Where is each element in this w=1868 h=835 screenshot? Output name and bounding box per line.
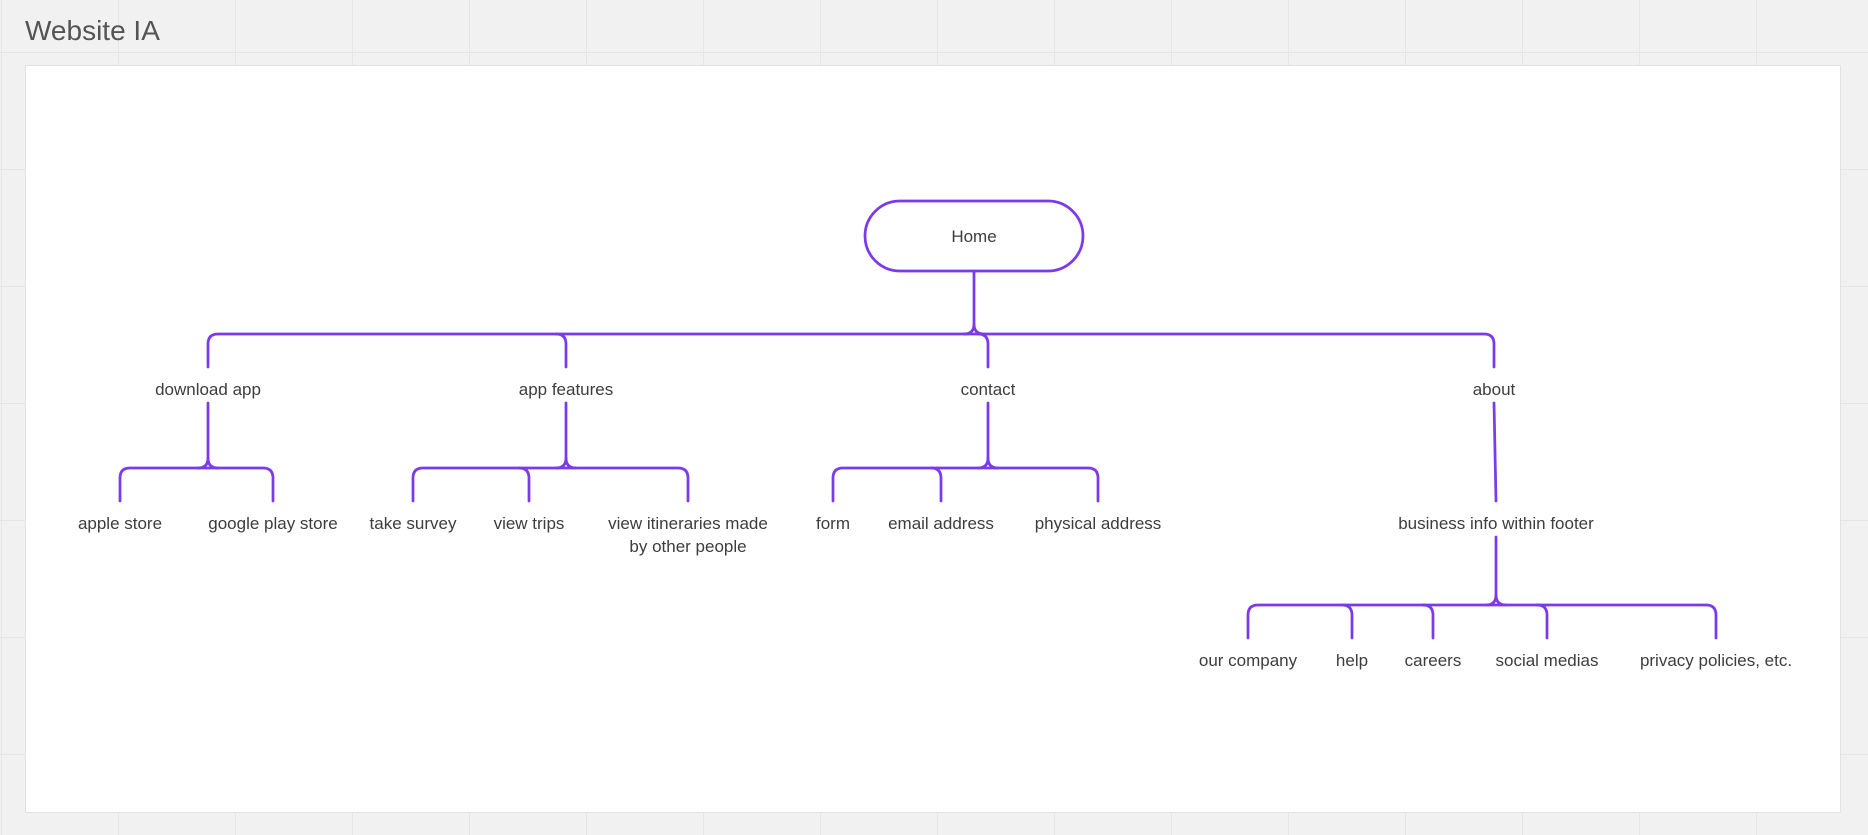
ia-tree-svg: Home download app apple store google play s… [78,199,1792,670]
node-about[interactable]: about [1473,380,1516,399]
node-social-medias[interactable]: social medias [1496,651,1599,670]
node-download-app[interactable]: download app [155,380,261,399]
node-physical-address[interactable]: physical address [1035,514,1162,533]
node-careers[interactable]: careers [1405,651,1462,670]
node-form[interactable]: form [816,514,850,533]
node-help[interactable]: help [1336,651,1368,670]
node-home[interactable]: Home [951,227,996,246]
connector-app-features-children[interactable] [411,401,690,503]
node-privacy-policies-etc[interactable]: privacy policies, etc. [1640,651,1792,670]
node-take-survey[interactable]: take survey [370,514,457,533]
node-google-play-store[interactable]: google play store [208,514,337,533]
connector-download-app-children[interactable] [118,401,275,503]
node-email-address[interactable]: email address [888,514,994,533]
connector-about-children[interactable] [1492,401,1498,503]
node-view-itineraries-made[interactable]: view itineraries made [608,514,768,533]
node-view-itineraries-made-line2[interactable]: by other people [629,537,746,556]
node-our-company[interactable]: our company [1199,651,1298,670]
connector-home-children[interactable] [206,269,1496,369]
node-app-features[interactable]: app features [519,380,614,399]
node-business-info-within-footer[interactable]: business info within footer [1398,514,1594,533]
node-contact[interactable]: contact [961,380,1016,399]
diagram-canvas[interactable]: Home download app apple store google play s… [25,65,1841,813]
connector-business-info-within-footer-children[interactable] [1246,535,1718,640]
node-view-trips[interactable]: view trips [494,514,565,533]
node-apple-store[interactable]: apple store [78,514,162,533]
connector-contact-children[interactable] [831,401,1100,503]
board-title: Website IA [25,15,160,46]
